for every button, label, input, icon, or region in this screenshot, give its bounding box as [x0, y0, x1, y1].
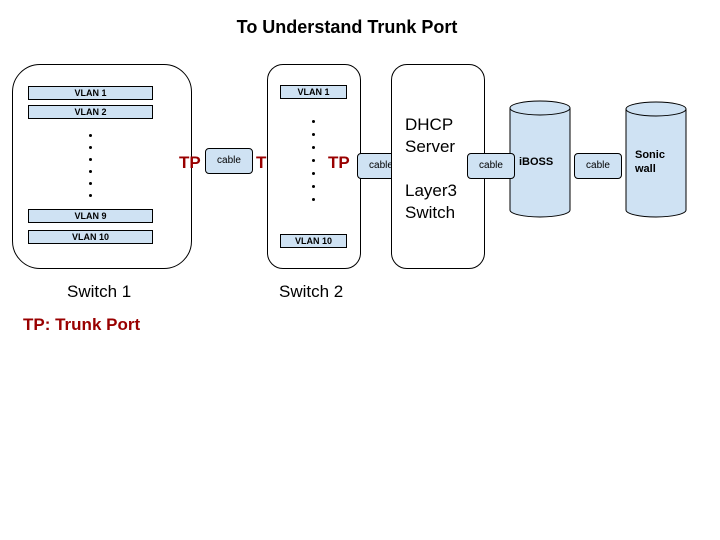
ellipsis-dot — [89, 158, 92, 161]
sonicwall-label-line1: Sonic — [635, 149, 665, 161]
ellipsis-dot — [312, 159, 315, 162]
switch2-label: Switch 2 — [279, 282, 344, 301]
switch2-vlan-1: VLAN 1 — [280, 85, 347, 99]
trunk-port-marker: TP — [179, 153, 201, 172]
trunk-port-marker: TP — [328, 153, 350, 172]
ellipsis-dot — [89, 146, 92, 149]
ellipsis-dot — [89, 134, 92, 137]
cable-layer3-iboss: cable — [467, 153, 515, 179]
legend-trunk-port: TP: Trunk Port — [23, 315, 141, 334]
switch2-vlan-10: VLAN 10 — [280, 234, 347, 248]
ellipsis-dot — [89, 182, 92, 185]
switch1-vlan-10: VLAN 10 — [28, 230, 153, 244]
layer3-label: Layer3 — [405, 181, 457, 200]
dhcp-label: DHCP — [405, 115, 454, 134]
sonicwall-label-line2: wall — [635, 163, 656, 175]
iboss-label: iBOSS — [519, 156, 554, 168]
ellipsis-dot — [312, 120, 315, 123]
ellipsis-dot — [312, 198, 315, 201]
switch1-vlan-2: VLAN 2 — [28, 105, 153, 119]
ellipsis-dot — [312, 146, 315, 149]
diagram-title: To Understand Trunk Port — [236, 17, 458, 37]
sonicwall-cylinder — [625, 101, 687, 218]
ellipsis-dot — [89, 194, 92, 197]
switch1-vlan-9: VLAN 9 — [28, 209, 153, 223]
ellipsis-dot — [89, 170, 92, 173]
ellipsis-dot — [312, 133, 315, 136]
ellipsis-dot — [312, 172, 315, 175]
ellipsis-dot — [312, 185, 315, 188]
switch1-vlan-1: VLAN 1 — [28, 86, 153, 100]
cable-iboss-sonicwall: cable — [574, 153, 622, 179]
cable-switch1-switch2: cable — [205, 148, 253, 174]
iboss-cylinder — [509, 100, 571, 218]
switch1-label: Switch 1 — [67, 282, 132, 301]
server-label: Server — [405, 137, 456, 156]
switch-label: Switch — [405, 203, 456, 222]
